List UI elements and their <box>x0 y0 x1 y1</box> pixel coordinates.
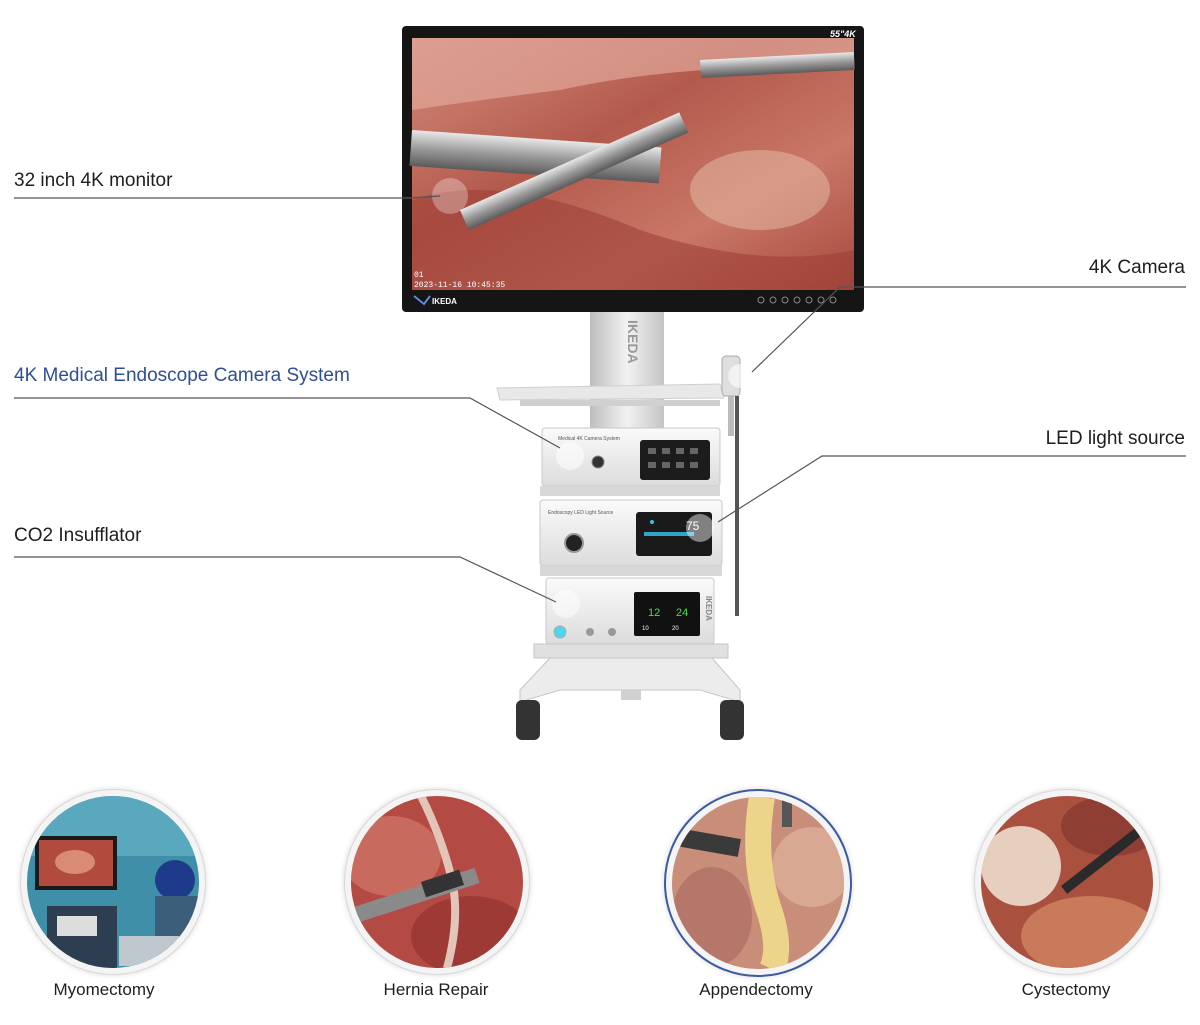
product-illustration: IKEDA 55"4K 01 2023-11-16 10:45:35 IKEDA <box>14 26 1186 740</box>
screen-tool-3 <box>700 51 855 78</box>
procedure-hernia-repair-label: Hernia Repair <box>383 980 489 999</box>
procedure-myomectomy-image[interactable] <box>20 789 206 975</box>
line-insufflator <box>14 556 557 603</box>
insuf-value-4: 20 <box>672 626 679 632</box>
monitor: 55"4K 01 2023-11-16 10:45:35 IKEDA <box>402 26 864 312</box>
line-light-source <box>717 455 1186 523</box>
appendectomy-illustration <box>672 797 844 969</box>
camera-control-unit: Medical 4K Camera System <box>540 427 721 496</box>
co2-insufflator-unit: 12 24 10 20 IKEDA <box>545 577 715 645</box>
line-camera <box>751 286 1186 373</box>
hernia-repair-illustration <box>351 796 523 968</box>
unit-brand-text: IKEDA <box>704 596 713 621</box>
procedure-myomectomy-label: Myomectomy <box>53 980 155 999</box>
light-value: 75 <box>686 519 700 533</box>
procedure-cystectomy-label: Cystectomy <box>1021 980 1111 999</box>
label-monitor: 32 inch 4K monitor <box>14 170 173 191</box>
cart-pole <box>590 308 664 428</box>
screen-overlay-1: 01 <box>414 271 424 280</box>
cart-base <box>516 643 744 740</box>
screen-overlay-2: 2023-11-16 10:45:35 <box>414 281 505 290</box>
brand-logo-icon <box>413 295 431 306</box>
screen-tool-2 <box>459 112 689 231</box>
insuf-value-1: 12 <box>648 607 660 619</box>
led-light-source-unit: 75 Endoscopy LED Light Source <box>539 499 723 576</box>
procedure-hernia-repair-image[interactable] <box>344 789 530 975</box>
cart-tray <box>496 383 725 401</box>
label-camera: 4K Camera <box>1088 257 1185 278</box>
camera-unit-title: Medical 4K Camera System <box>558 436 620 442</box>
light-unit-title: Endoscopy LED Light Source <box>548 510 614 516</box>
insuf-value-2: 24 <box>676 607 688 619</box>
cystectomy-illustration <box>981 796 1153 968</box>
label-light-source: LED light source <box>1045 428 1185 449</box>
procedure-appendectomy-image[interactable] <box>664 789 852 977</box>
line-monitor <box>14 195 441 199</box>
camera-head <box>721 355 752 616</box>
procedure-cystectomy-image[interactable] <box>974 789 1160 975</box>
operating-room-illustration <box>27 796 199 968</box>
leader-lines <box>14 195 1186 603</box>
pole-brand-text: IKEDA <box>625 320 641 364</box>
insuf-value-3: 10 <box>642 626 649 632</box>
label-system: 4K Medical Endoscope Camera System <box>14 365 350 386</box>
monitor-badge: 55"4K <box>830 29 857 39</box>
label-insufflator: CO2 Insufflator <box>14 525 142 546</box>
procedure-appendectomy-label: Appendectomy <box>699 980 813 999</box>
line-system <box>14 397 561 449</box>
monitor-brand: IKEDA <box>432 297 457 306</box>
